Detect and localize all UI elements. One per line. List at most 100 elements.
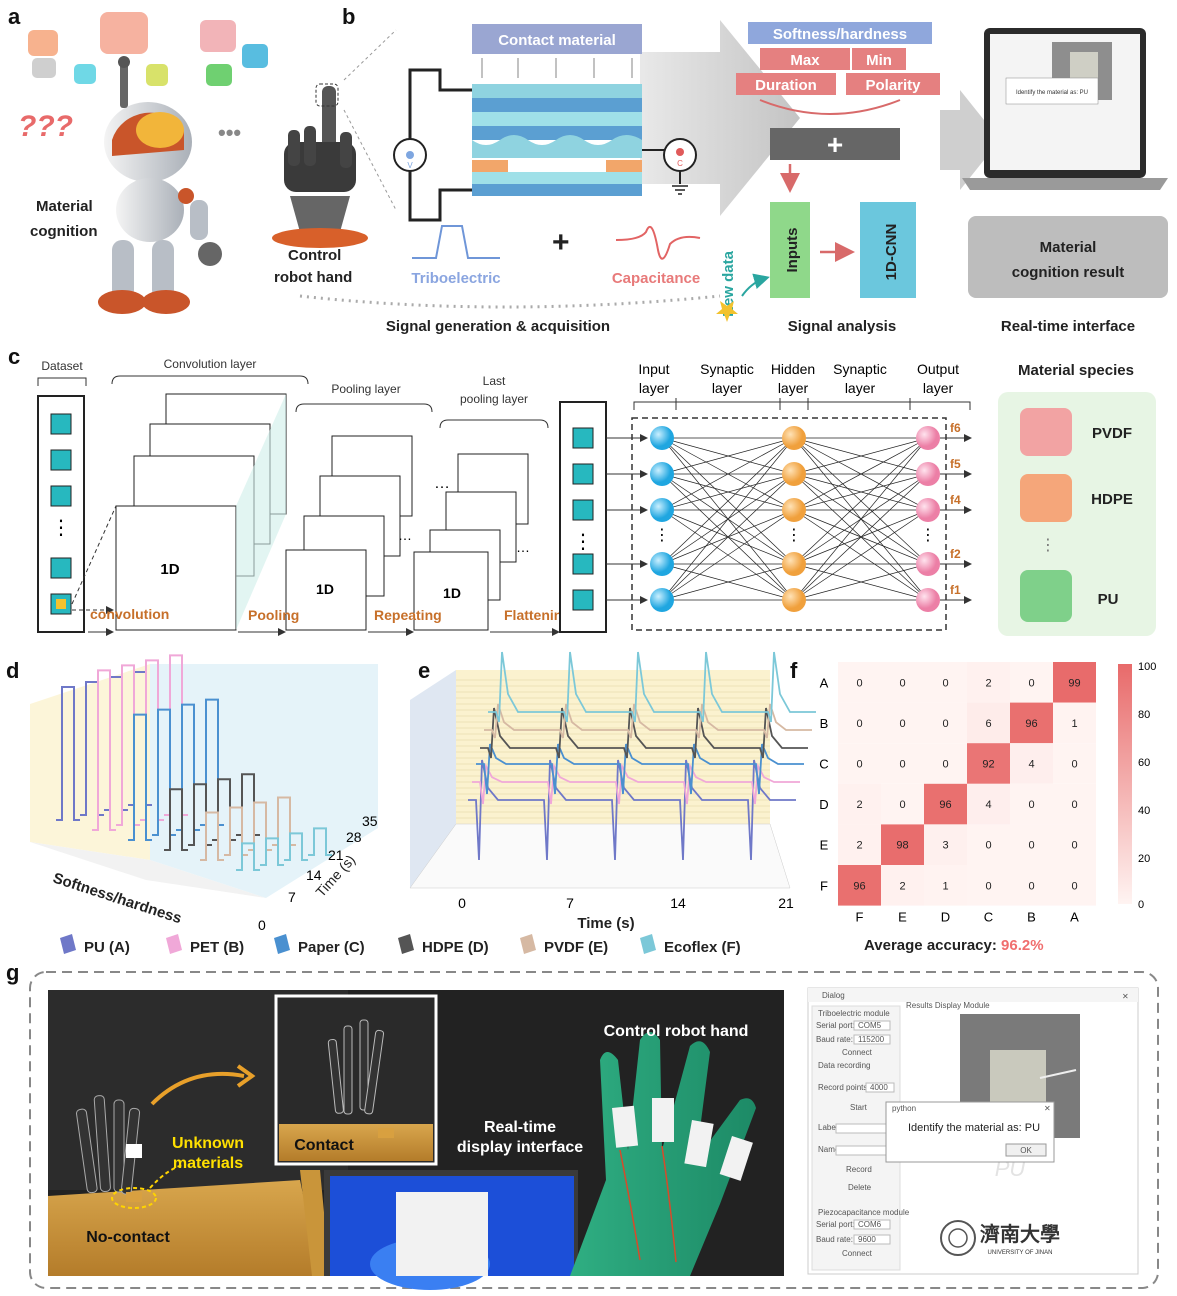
matrix-cell [881, 783, 924, 825]
matrix-cell [1010, 865, 1053, 906]
svg-text:Serial port:: Serial port: [816, 1021, 855, 1030]
plus-sign: + [552, 226, 570, 259]
feature-chip-softness [748, 22, 932, 44]
control-robot-hand-label: Control robot hand [604, 1023, 749, 1040]
matrix-value: 99 [1068, 677, 1080, 689]
serial-port-select[interactable] [853, 1020, 891, 1031]
network-node [650, 588, 674, 612]
matrix-cell [881, 743, 924, 784]
feature-chip-max [760, 48, 850, 70]
network-node [650, 552, 674, 576]
svg-text:Name: Name [818, 1145, 840, 1154]
panel-letter-c: c [8, 344, 20, 369]
legend-swatch [166, 934, 182, 954]
matrix-value: 0 [1028, 677, 1034, 689]
network-node [916, 498, 940, 522]
matrix-cell [881, 865, 924, 906]
robot-hand-illustration [272, 83, 368, 248]
university-name-cn: 濟南大學 [980, 1222, 1060, 1246]
matrix-cell [967, 702, 1010, 744]
serial-port-select-2[interactable] [853, 1219, 891, 1230]
matrix-value: 2 [856, 840, 862, 852]
svg-text:Inputs: Inputs [784, 228, 801, 273]
matrix-cell [1053, 824, 1096, 865]
svg-text:⋮: ⋮ [573, 531, 593, 553]
capacitance-waveform [615, 226, 701, 260]
connect-button[interactable]: Connect [842, 1048, 873, 1057]
start-button[interactable]: Start [850, 1103, 868, 1112]
matrix-cell [1053, 783, 1096, 825]
svg-text:…: … [434, 475, 450, 492]
hdpe-cube-icon [1020, 474, 1072, 522]
connect-button-2[interactable]: Connect [842, 1249, 873, 1258]
row-label: D [819, 797, 828, 812]
matrix-cell [838, 865, 881, 906]
matrix-cell [967, 783, 1010, 825]
baud-rate-select[interactable] [853, 1034, 891, 1045]
svg-text:python: python [892, 1104, 916, 1113]
svg-text:14: 14 [306, 867, 322, 883]
panel-letter-b: b [342, 4, 355, 29]
matrix-value: 0 [1028, 880, 1034, 892]
matrix-value: 96 [939, 799, 951, 811]
colorbar [1118, 664, 1132, 904]
network-node [782, 552, 806, 576]
svg-text:115200: 115200 [858, 1035, 885, 1044]
pulse-trace [308, 827, 332, 856]
popup-message: Identify the material as: PU [908, 1122, 1040, 1134]
control-hand-label-1: Control [288, 247, 341, 264]
legend-swatch [274, 934, 290, 954]
window-close-icon[interactable]: ✕ [1122, 992, 1129, 1001]
signal-analysis-label: Signal analysis [788, 318, 896, 335]
matrix-cell [967, 824, 1010, 865]
dataset-column [37, 395, 85, 633]
capacitance-trace [472, 762, 800, 805]
svg-text:Data recording: Data recording [818, 1061, 870, 1070]
svg-text:20: 20 [1138, 853, 1150, 865]
network-node [916, 588, 940, 612]
control-hand-label-2: robot hand [274, 269, 352, 286]
svg-text:1D: 1D [316, 581, 334, 597]
cube-icon [146, 64, 168, 86]
pulse-trace [92, 669, 116, 831]
network-node [916, 426, 940, 450]
convolution-label: convolution [90, 606, 169, 622]
matrix-value: 0 [899, 759, 905, 771]
record-points-input[interactable] [865, 1082, 895, 1093]
matrix-value: 0 [856, 718, 862, 730]
matrix-cell [838, 783, 881, 825]
baud-rate-select-2[interactable] [853, 1234, 891, 1245]
name-input[interactable] [835, 1145, 895, 1156]
svg-text:40: 40 [1138, 805, 1150, 817]
matrix-value: 2 [856, 799, 862, 811]
col-label: F [856, 910, 864, 925]
realtime-display-label-1: Real-time [484, 1119, 556, 1136]
popup-close-icon[interactable]: ✕ [1044, 1104, 1051, 1113]
matrix-value: 0 [942, 677, 948, 689]
dotted-arc [299, 294, 721, 309]
svg-text:Piezocapacitance module: Piezocapacitance module [818, 1208, 910, 1217]
e-xlabel: Time (s) [577, 915, 634, 932]
flattened-cells: ⋮ [572, 427, 594, 611]
matrix-cell [1010, 783, 1053, 825]
question-marks: ??? [18, 110, 73, 143]
result-box [968, 216, 1168, 298]
feature-chip-duration [736, 73, 836, 95]
cube-icon [32, 58, 56, 78]
pulse-trace [260, 837, 284, 866]
panel-letter-e: e [418, 658, 430, 683]
ground-icon [672, 185, 688, 195]
record-button[interactable]: Record [846, 1165, 872, 1174]
network-node [650, 498, 674, 522]
network-box [631, 417, 947, 631]
matrix-value: 98 [896, 840, 908, 852]
flattening-step-label: Flattening [504, 607, 571, 623]
last-pooling-label-2: pooling layer [460, 392, 528, 406]
label-input[interactable] [835, 1123, 895, 1134]
ok-button[interactable] [1005, 1143, 1047, 1157]
delete-button[interactable]: Delete [848, 1183, 872, 1192]
thinking-dots: ••• [218, 120, 241, 145]
network-node [782, 426, 806, 450]
panel-letter-f: f [790, 658, 798, 683]
